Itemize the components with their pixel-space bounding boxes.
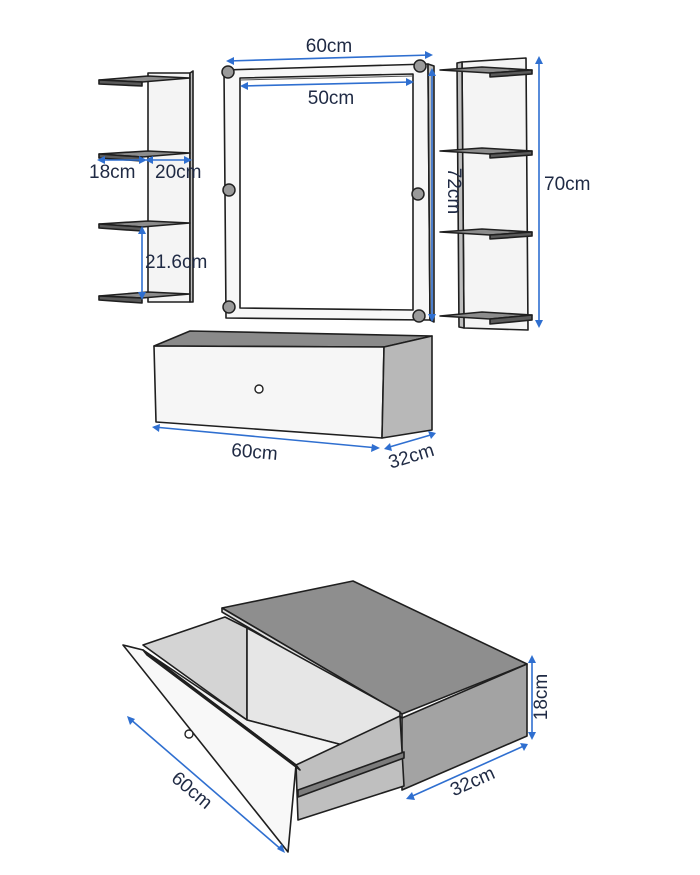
- mirror-bulbs: [221, 59, 427, 323]
- bulb-icon: [413, 59, 427, 73]
- shelf-width-label: 20cm: [155, 162, 201, 183]
- mirror-inner-width-label: 50cm: [308, 88, 354, 109]
- dimension-lines: [97, 51, 543, 853]
- bulb-icon: [411, 187, 425, 201]
- mirror-outer-width-label: 60cm: [306, 36, 352, 57]
- bulb-icon: [222, 183, 236, 197]
- bulb-icon: [222, 300, 236, 314]
- drawer-closed: [153, 330, 433, 439]
- detail-width-label: 60cm: [167, 768, 216, 814]
- drawer-open-detail: [122, 580, 528, 853]
- drawer-knob-icon: [254, 384, 264, 394]
- drawer-width-label: 60cm: [230, 440, 278, 465]
- shelf-spacing-label: 21.6cm: [145, 252, 207, 273]
- shelf-height-label: 70cm: [544, 174, 590, 195]
- detail-height-label: 18cm: [531, 674, 552, 720]
- bulb-icon: [412, 309, 426, 323]
- right-shelf-unit: [439, 57, 533, 331]
- mirror-height-label: 72cm: [443, 168, 464, 214]
- drawer-knob-icon: [184, 729, 194, 739]
- left-shelf-unit: [98, 70, 194, 304]
- mirror: [223, 63, 435, 323]
- bulb-icon: [221, 65, 235, 79]
- shelf-depth-label: 18cm: [89, 162, 135, 183]
